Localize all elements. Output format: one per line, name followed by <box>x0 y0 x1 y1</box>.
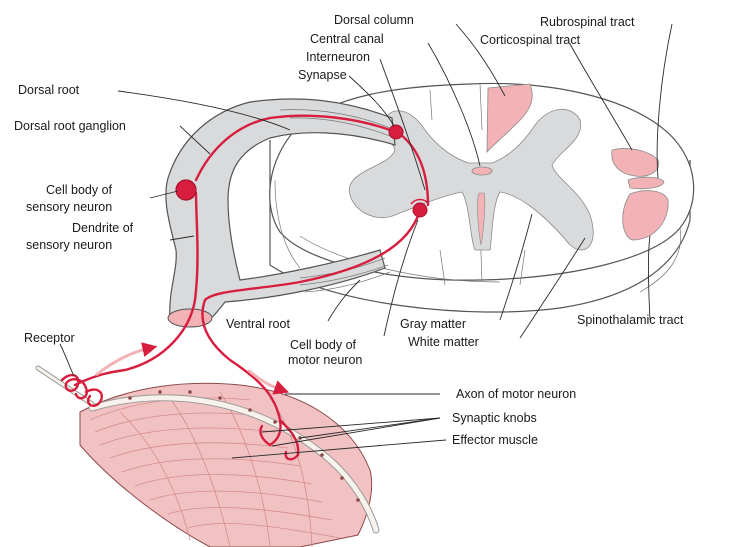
label-white-matter: White matter <box>408 335 479 349</box>
label-synaptic-knobs: Synaptic knobs <box>452 411 537 425</box>
label-cell-body-motor-line2: motor neuron <box>288 353 362 367</box>
label-dendrite-line2: sensory neuron <box>26 238 112 252</box>
sensory-cell-body <box>176 180 196 200</box>
label-rubrospinal-tract: Rubrospinal tract <box>540 15 635 29</box>
label-receptor: Receptor <box>24 331 75 345</box>
label-central-canal: Central canal <box>310 32 384 46</box>
label-dorsal-column: Dorsal column <box>334 13 414 27</box>
label-dorsal-root-ganglion: Dorsal root ganglion <box>14 119 126 133</box>
label-gray-matter: Gray matter <box>400 317 466 331</box>
label-spinothalamic-tract: Spinothalamic tract <box>577 313 684 327</box>
label-cell-body-motor-line1: Cell body of <box>290 338 357 352</box>
label-synapse: Synapse <box>298 68 347 82</box>
label-cell-body-sensory-line1: Cell body of <box>46 183 113 197</box>
label-corticospinal-tract: Corticospinal tract <box>480 33 581 47</box>
label-cell-body-sensory-line2: sensory neuron <box>26 200 112 214</box>
label-dorsal-root: Dorsal root <box>18 83 80 97</box>
label-ventral-root: Ventral root <box>226 317 290 331</box>
label-axon-motor-neuron: Axon of motor neuron <box>456 387 576 401</box>
label-interneuron: Interneuron <box>306 50 370 64</box>
central-canal <box>472 167 492 175</box>
label-dendrite-line1: Dendrite of <box>72 221 134 235</box>
label-effector-muscle: Effector muscle <box>452 433 538 447</box>
motor-cell-body <box>413 203 427 217</box>
interneuron-cell-body <box>389 125 403 139</box>
effector-muscle <box>38 368 376 547</box>
